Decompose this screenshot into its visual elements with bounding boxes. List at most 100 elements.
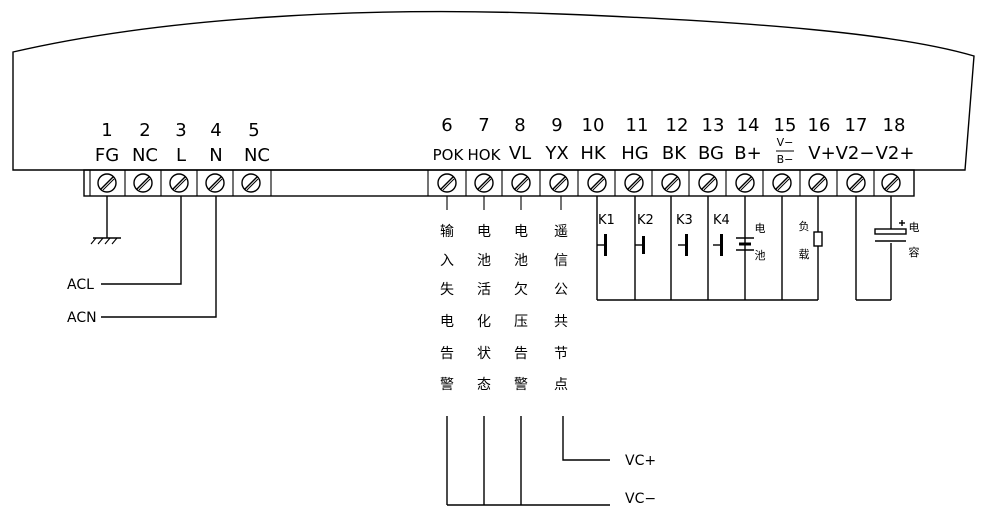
svg-text:失: 失 xyxy=(440,282,454,298)
terminal-label: V+ xyxy=(808,143,835,164)
svg-text:化: 化 xyxy=(477,314,491,330)
switch-k3 xyxy=(685,234,688,256)
terminal-screw xyxy=(437,173,457,193)
terminal-screw xyxy=(205,173,225,193)
terminal-label: NC xyxy=(244,145,270,166)
terminal-number: 11 xyxy=(626,115,649,136)
load-resistor xyxy=(813,231,823,247)
svg-text:遥: 遥 xyxy=(554,224,568,240)
terminal-screw xyxy=(661,173,681,193)
terminal-number: 9 xyxy=(551,115,562,136)
vertical-note-battery-activation: 电 池 活 化 状 态 xyxy=(477,196,491,393)
vertical-note-battery-undervoltage: 电 池 欠 压 告 警 xyxy=(514,196,528,393)
terminal-screw xyxy=(133,173,153,193)
terminal-numbers: 1 2 3 4 5 6 7 8 9 10 11 12 13 14 15 16 1… xyxy=(101,115,905,141)
ac-input-wires: ACL ACN xyxy=(67,196,217,326)
terminal-number: 18 xyxy=(883,115,906,136)
terminal-screw xyxy=(511,173,531,193)
switch-k1 xyxy=(604,234,607,256)
load-label: 负 xyxy=(799,219,810,233)
svg-text:告: 告 xyxy=(514,346,528,362)
terminal-screw xyxy=(846,173,866,193)
svg-text:态: 态 xyxy=(477,377,491,393)
terminal-label: V2− xyxy=(836,143,875,164)
svg-text:输: 输 xyxy=(440,224,454,240)
terminal-label: POK xyxy=(433,146,465,164)
terminal-number: 12 xyxy=(666,115,689,136)
terminal-label: BG xyxy=(698,143,724,164)
svg-text:警: 警 xyxy=(440,377,454,393)
terminal-screw xyxy=(549,173,569,193)
terminal-number: 4 xyxy=(210,120,221,141)
terminal-number: 6 xyxy=(441,115,452,136)
svg-text:节: 节 xyxy=(554,346,568,362)
terminal-number: 7 xyxy=(478,115,489,136)
terminal-number: 10 xyxy=(582,115,605,136)
svg-text:活: 活 xyxy=(477,282,491,298)
terminal-screw xyxy=(698,173,718,193)
terminal-label: FG xyxy=(95,145,119,166)
terminal-screw xyxy=(881,173,901,193)
terminal-screw xyxy=(169,173,189,193)
svg-text:信: 信 xyxy=(554,253,568,269)
acl-label: ACL xyxy=(67,277,94,293)
capacitor-label: 容 xyxy=(909,245,920,259)
svg-text:电: 电 xyxy=(514,224,528,240)
svg-text:公: 公 xyxy=(554,282,568,298)
terminal-label: HG xyxy=(621,143,648,164)
battery-symbol xyxy=(736,237,754,251)
switch-label: K3 xyxy=(676,213,693,228)
svg-text:池: 池 xyxy=(477,253,491,269)
terminal-screw xyxy=(624,173,644,193)
terminal-number: 17 xyxy=(845,115,868,136)
terminal-screw xyxy=(241,173,261,193)
terminal-number: 13 xyxy=(702,115,725,136)
svg-text:点: 点 xyxy=(554,377,568,393)
load-label: 载 xyxy=(799,248,810,261)
terminal-number: 14 xyxy=(737,115,760,136)
svg-text:池: 池 xyxy=(514,253,528,269)
switch-k4 xyxy=(720,234,723,256)
terminal-label: V2+ xyxy=(876,143,915,164)
terminal-label-top: V− xyxy=(777,136,794,149)
terminal-labels: FG NC L N NC POK HOK VL YX HK HG BK BG B… xyxy=(95,136,915,166)
terminal-label: HOK xyxy=(468,146,502,164)
switch-network: K1 K2 K3 K4 电 池 负 载 xyxy=(596,196,823,301)
terminal-label: L xyxy=(176,145,186,166)
vc-plus-label: VC+ xyxy=(625,453,656,469)
terminal-number: 2 xyxy=(139,120,150,141)
switch-k2 xyxy=(642,236,645,254)
ground-symbol xyxy=(90,196,121,245)
terminal-number: 8 xyxy=(514,115,525,136)
device-housing xyxy=(12,10,975,171)
terminal-label: VL xyxy=(509,143,531,164)
terminal-label-bottom: B− xyxy=(777,153,794,166)
svg-text:欠: 欠 xyxy=(514,282,528,298)
vc-wires: VC+ VC− xyxy=(446,416,656,507)
terminal-label: HK xyxy=(580,143,607,164)
acn-label: ACN xyxy=(67,310,97,326)
switch-label: K2 xyxy=(637,213,654,228)
svg-text:压: 压 xyxy=(514,314,528,330)
terminal-label: YX xyxy=(544,143,568,164)
terminal-screw xyxy=(587,173,607,193)
terminal-number: 15 xyxy=(774,115,797,136)
vc-minus-label: VC− xyxy=(625,491,656,507)
terminal-screws xyxy=(97,173,901,193)
terminal-label: BK xyxy=(662,143,687,164)
svg-text:电: 电 xyxy=(477,224,491,240)
terminal-screw xyxy=(474,173,494,193)
terminal-number: 1 xyxy=(101,120,112,141)
svg-text:警: 警 xyxy=(514,377,528,393)
switch-label: K1 xyxy=(598,213,615,228)
svg-text:共: 共 xyxy=(554,314,568,330)
capacitor-label: 电 xyxy=(909,221,920,234)
capacitor-network: 电 容 xyxy=(855,196,920,301)
terminal-number: 16 xyxy=(808,115,831,136)
terminal-number: 3 xyxy=(175,120,186,141)
svg-text:电: 电 xyxy=(440,314,454,330)
terminal-label: N xyxy=(209,145,222,166)
battery-label: 池 xyxy=(755,249,766,262)
switch-label: K4 xyxy=(713,213,730,228)
